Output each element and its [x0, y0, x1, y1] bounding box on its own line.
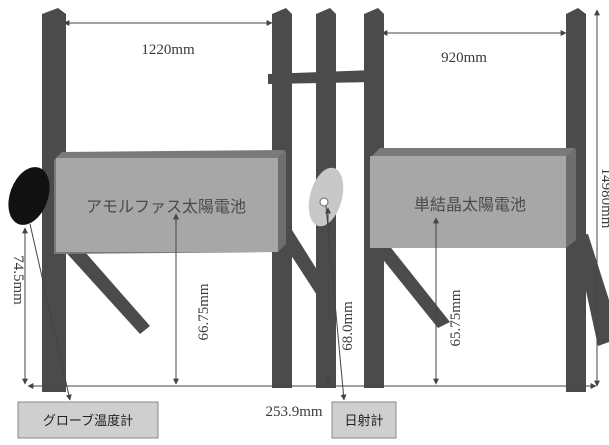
monocrystalline-panel-label: 単結晶太陽電池 — [414, 195, 526, 214]
dim-total-height: 14980mm — [598, 168, 609, 229]
amorphous-panel: アモルファス太陽電池 — [54, 150, 286, 254]
dimension-lines — [22, 9, 600, 401]
dim-base-width: 253.9mm — [265, 404, 322, 420]
globe-thermometer-label: グローブ温度計 — [43, 413, 133, 429]
dim-mono-height: 65.75mm — [448, 289, 464, 346]
monocrystalline-panel: 単結晶太陽電池 — [370, 148, 576, 248]
brace-right — [574, 234, 609, 346]
dim-amorphous-height: 66.75mm — [196, 283, 212, 340]
crossbar — [268, 70, 380, 84]
brace-mid — [372, 244, 450, 328]
frame-structure — [42, 8, 609, 392]
amorphous-panel-label: アモルファス太陽電池 — [86, 197, 246, 216]
pyranometer-label-box: 日射計 — [331, 401, 397, 439]
globe-thermometer-label-box: グローブ温度計 — [17, 401, 159, 439]
pyranometer-sensor — [308, 167, 344, 227]
globe-thermometer-sphere — [8, 167, 50, 225]
pyranometer-label: 日射計 — [344, 413, 383, 429]
dim-left-span: 1220mm — [141, 42, 195, 58]
brace-center — [276, 230, 336, 306]
dim-globe-height: 74.5mm — [10, 255, 26, 305]
dim-pyranometer-height: 68.0mm — [340, 301, 356, 351]
brace-left — [62, 244, 150, 334]
dim-right-span: 920mm — [441, 50, 487, 66]
